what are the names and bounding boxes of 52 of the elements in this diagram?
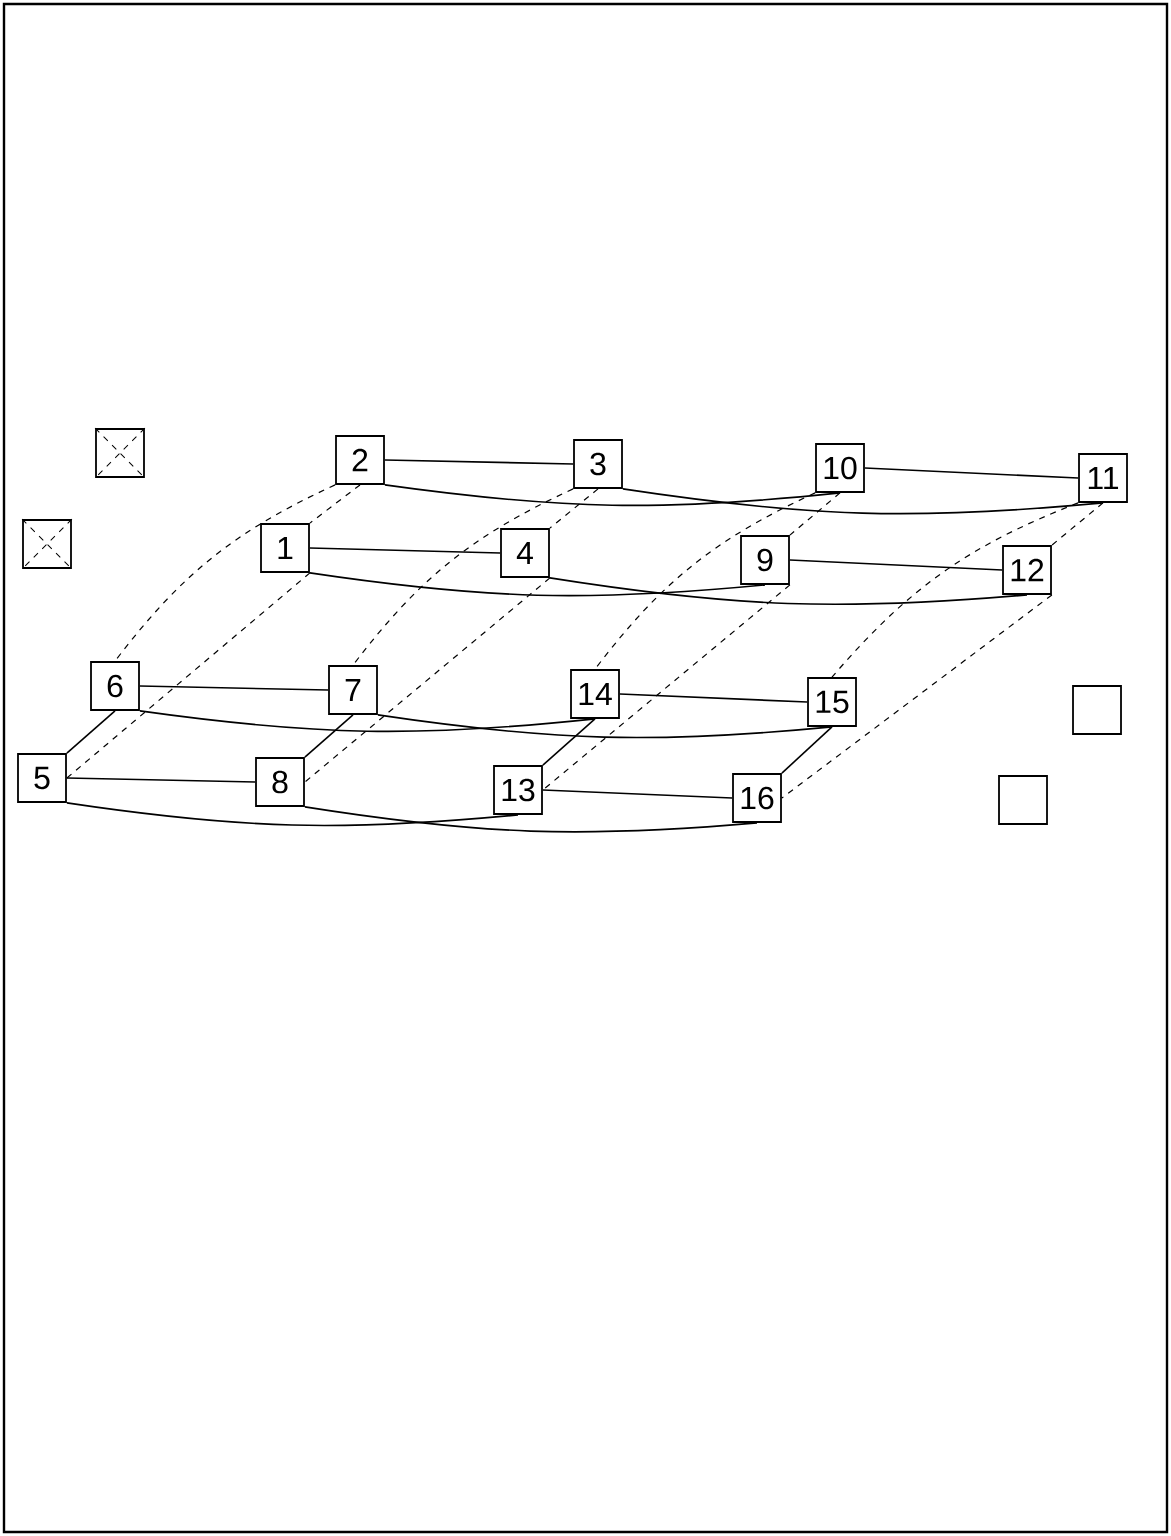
- curved-line: [304, 806, 758, 833]
- connector-line: [304, 714, 354, 758]
- connector-line: [309, 547, 501, 554]
- dashed-line: [549, 488, 599, 529]
- dashed-line: [789, 492, 841, 536]
- dashed-line: [1051, 502, 1104, 546]
- connector-line: [384, 459, 574, 465]
- crossed-box: [21, 518, 73, 570]
- number-box: 8: [255, 757, 305, 807]
- number-box: 3: [573, 439, 623, 489]
- number-box: 7: [328, 665, 378, 715]
- curved-line: [66, 802, 519, 827]
- connector-line: [864, 467, 1079, 479]
- connector-line: [66, 710, 116, 754]
- empty-box: [1072, 685, 1122, 735]
- curved-line: [139, 710, 596, 733]
- dashed-line: [304, 577, 551, 783]
- number-box: 15: [807, 677, 857, 727]
- connector-line: [139, 685, 329, 691]
- number-box: 6: [90, 661, 140, 711]
- connector-line: [542, 789, 733, 799]
- number-box: 9: [740, 535, 790, 585]
- connector-line: [542, 718, 596, 766]
- number-box: 13: [493, 765, 543, 815]
- number-box: 14: [570, 669, 620, 719]
- dashed-line: [781, 594, 1053, 799]
- number-box: 2: [335, 435, 385, 485]
- number-box: 11: [1078, 453, 1128, 503]
- curved-line: [377, 714, 833, 739]
- connector-line: [781, 726, 833, 774]
- number-box: 10: [815, 443, 865, 493]
- crossed-box: [94, 427, 146, 479]
- number-box: 16: [732, 773, 782, 823]
- curved-line: [384, 484, 841, 507]
- connector-line: [619, 693, 808, 703]
- dashed-line: [594, 492, 816, 670]
- number-box: 1: [260, 523, 310, 573]
- number-box: 5: [17, 753, 67, 803]
- dashed-line: [66, 572, 311, 779]
- dashed-line: [352, 488, 574, 666]
- curved-line: [549, 577, 1028, 606]
- connector-line: [789, 559, 1003, 571]
- curved-line: [309, 572, 766, 597]
- connector-line: [66, 777, 256, 783]
- number-box: 4: [500, 528, 550, 578]
- dashed-line: [114, 484, 336, 662]
- dashed-line: [309, 484, 361, 524]
- dashed-line: [831, 502, 1079, 678]
- empty-box: [998, 775, 1048, 825]
- number-box: 12: [1002, 545, 1052, 595]
- dashed-line: [542, 584, 791, 791]
- curved-line: [622, 488, 1104, 515]
